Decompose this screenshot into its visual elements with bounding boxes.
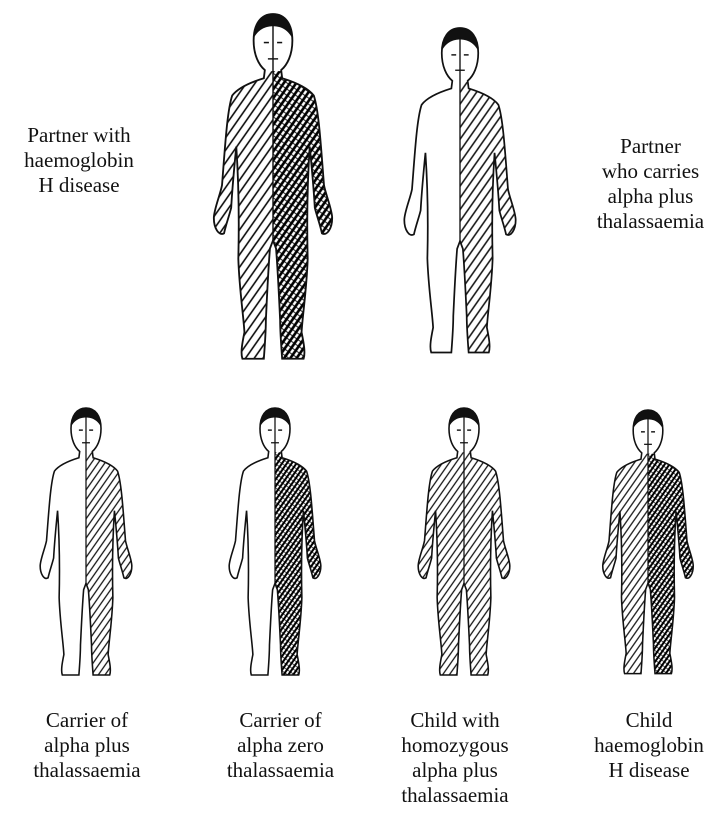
child-4-figure (593, 408, 702, 683)
child-3-figure (409, 406, 520, 684)
child-2-figure (229, 406, 330, 684)
child-1-figure (40, 406, 141, 684)
right-partner-figure (404, 26, 527, 364)
left-partner-figure (202, 12, 345, 371)
